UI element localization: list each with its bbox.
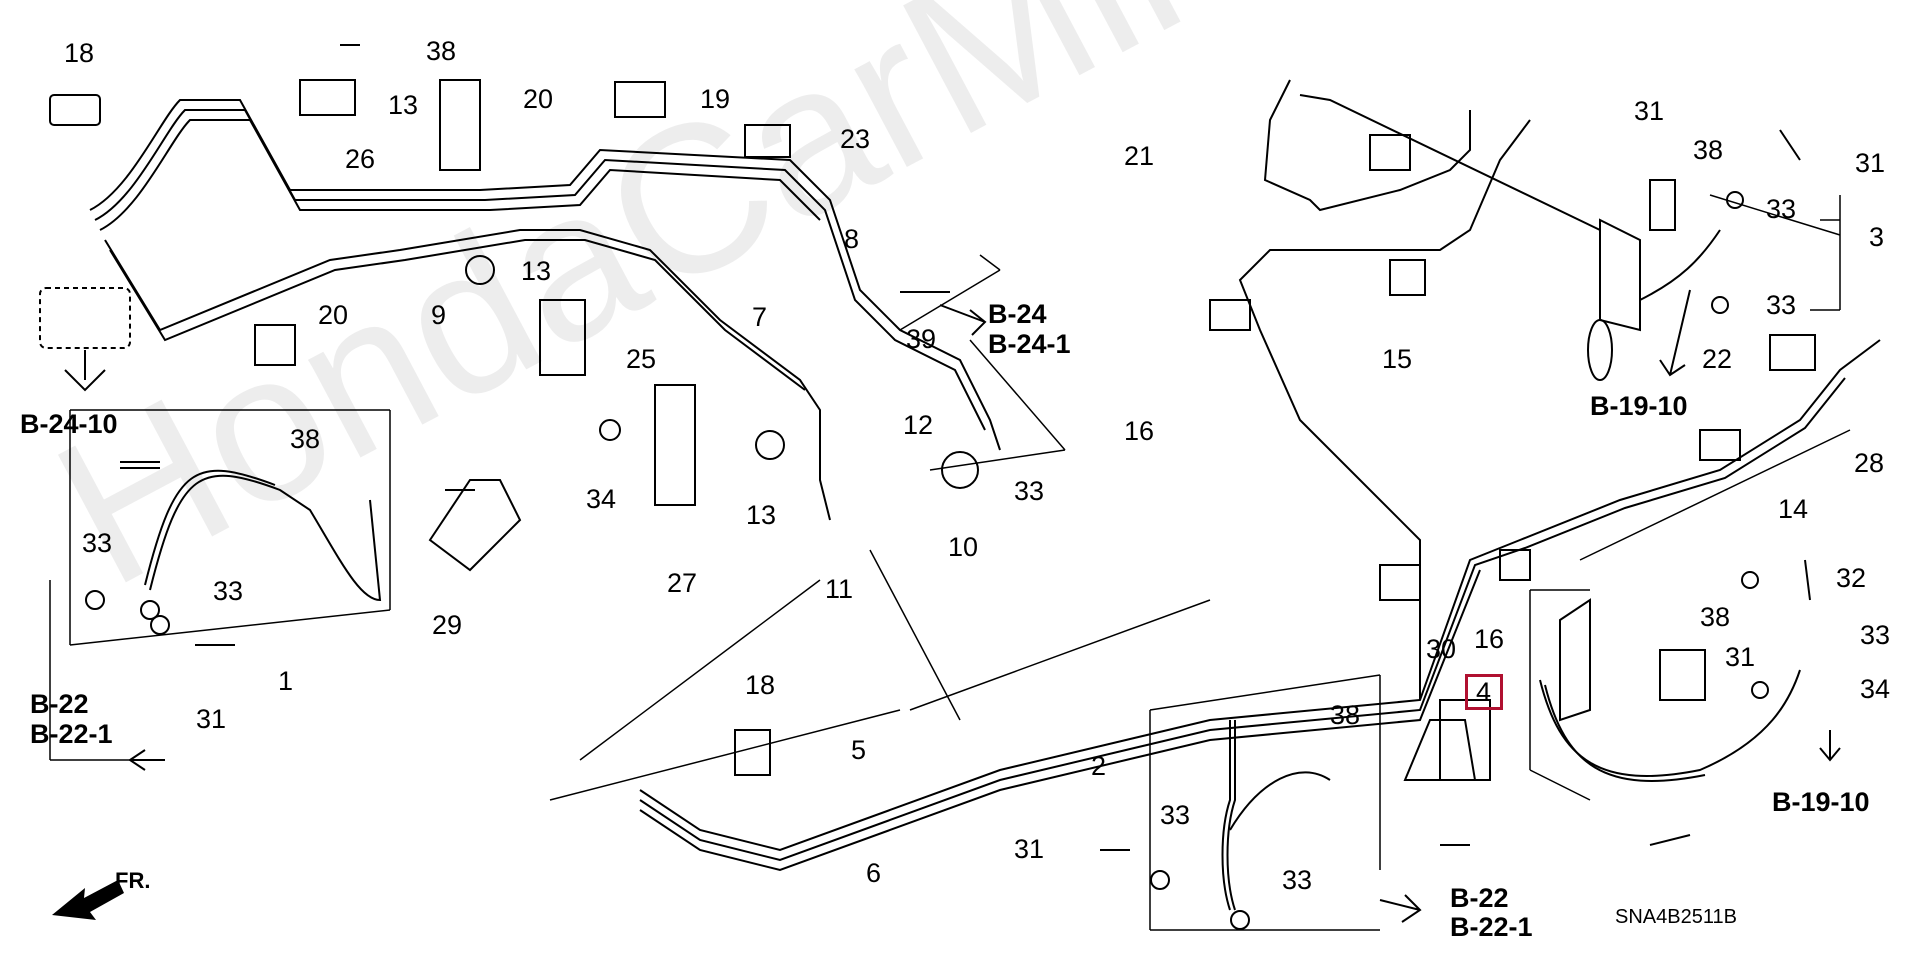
part-callout-9: 9 <box>431 300 447 330</box>
part-callout-16a: 15 <box>1382 344 1413 374</box>
part-callout-18a: 19 <box>700 84 731 114</box>
part-callout-8: 8 <box>844 224 860 254</box>
part-callout-23: 25 <box>626 344 657 374</box>
ref-b24[interactable]: B-24 <box>988 299 1047 329</box>
hose-2 <box>1221 720 1331 930</box>
ref-b22-bottom[interactable]: B-22 <box>1450 883 1509 913</box>
part-callout-27: 29 <box>432 610 463 640</box>
part-glyphs <box>39 79 1816 890</box>
part-callout-12: 12 <box>903 410 934 440</box>
part-callout-31b: 31 <box>1014 834 1045 864</box>
leader-lines <box>49 194 1851 931</box>
ref-b24-1[interactable]: B-24-1 <box>988 329 1071 359</box>
hose-1 <box>140 469 382 620</box>
floor-pipe-5-6 <box>639 119 1881 872</box>
part-callout-26: 28 <box>1854 448 1885 478</box>
part-callout-18b: 20 <box>318 300 349 330</box>
fr-arrow <box>52 880 124 920</box>
bolts <box>120 44 1811 851</box>
part-callout-28: 30 <box>1426 634 1457 664</box>
part-callout-2: 2 <box>1091 751 1107 781</box>
part-callout-15: 14 <box>1778 494 1809 524</box>
part-callout-32: 33 <box>1014 476 1045 506</box>
ref-b22-1-bottom[interactable]: B-22-1 <box>1450 912 1533 942</box>
ref-b19-10-top[interactable]: B-19-10 <box>1590 391 1688 421</box>
part-callout-31a: 31 <box>196 704 227 734</box>
part-callout-31d: 32 <box>1836 563 1867 593</box>
front-direction-label: FR. <box>115 868 151 893</box>
part-callout-17: 18 <box>745 670 776 700</box>
part-callout-4: 4 <box>1476 677 1492 707</box>
part-callout-33f: 33 <box>1766 290 1797 320</box>
part-callout-7: 7 <box>752 302 768 332</box>
part-callout-22: 18 <box>64 38 95 68</box>
part-callout-1: 1 <box>278 666 294 696</box>
left-pipe-bundle <box>89 99 1001 521</box>
part-callout-13b-label: 13 <box>746 500 777 530</box>
hose-3 <box>1587 218 1721 381</box>
diagram-code: SNA4B2511B <box>1615 906 1737 928</box>
arrows <box>64 289 1841 923</box>
part-callout-35b: 38 <box>1330 700 1361 730</box>
highlighted-part-box <box>1465 674 1503 710</box>
part-callout-33h: 34 <box>1860 674 1891 704</box>
part-callout-3: 3 <box>1869 222 1885 252</box>
part-callout-19: 20 <box>523 84 554 114</box>
part-callout-25: 27 <box>667 568 698 598</box>
part-callout-37a: 38 <box>1693 135 1724 165</box>
part-callout-29: 31 <box>1634 96 1665 126</box>
part-callout-16b: 16 <box>1124 416 1155 446</box>
ref-b19-10-bottom[interactable]: B-19-10 <box>1772 787 1870 817</box>
part-callout-39: 39 <box>906 324 937 354</box>
part-callout-20a: 21 <box>1124 141 1155 171</box>
ref-b22-left[interactable]: B-22 <box>30 689 89 719</box>
part-callout-20b: 22 <box>1702 344 1733 374</box>
part-callout-36: 38 <box>426 36 457 66</box>
part-callout-33c: 33 <box>1160 800 1191 830</box>
part-callout-13a: 13 <box>521 256 552 286</box>
part-callout-35a: 38 <box>290 424 321 454</box>
part-callout-33d: 33 <box>1282 865 1313 895</box>
part-callout-31c: 31 <box>1855 148 1886 178</box>
part-callout-33e: 33 <box>1766 194 1797 224</box>
part-callout-5: 5 <box>851 735 867 765</box>
part-callout-33b: 33 <box>213 576 244 606</box>
part-callout-6: 6 <box>866 858 882 888</box>
part-callout-30: 31 <box>1725 642 1756 672</box>
part-callout-34: 34 <box>586 484 617 514</box>
ref-b24-10[interactable]: B-24-10 <box>20 409 118 439</box>
hose-4 <box>1539 598 1801 782</box>
part-callout-33g: 33 <box>1860 620 1891 650</box>
part-callout-33a: 33 <box>82 528 113 558</box>
part-callout-14: 13 <box>388 90 419 120</box>
part-callout-16c: 16 <box>1474 624 1505 654</box>
part-callout-24: 26 <box>345 144 376 174</box>
part-callout-37b: 38 <box>1700 602 1731 632</box>
part-callout-21: 23 <box>840 124 871 154</box>
part-callout-10: 10 <box>948 532 979 562</box>
ref-b22-1-left[interactable]: B-22-1 <box>30 719 113 749</box>
part-callout-11: 11 <box>825 574 854 604</box>
upper-right-pipe <box>1263 79 1601 231</box>
